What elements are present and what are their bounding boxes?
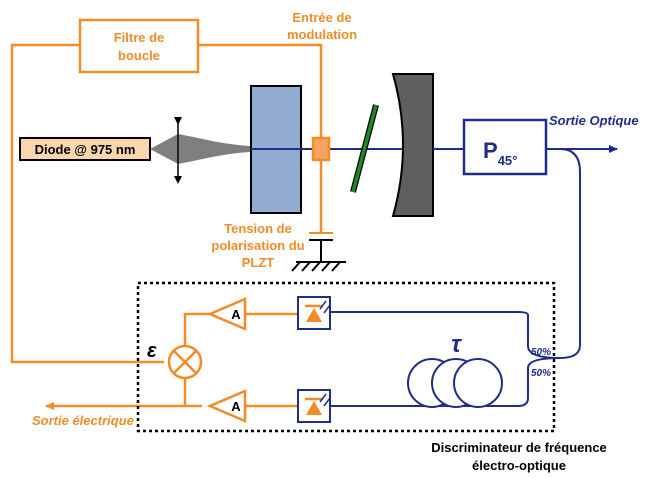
polarizer-label: P45° bbox=[483, 138, 517, 168]
bias-ground-symbol bbox=[291, 232, 346, 272]
coupler-top-label: 50% bbox=[531, 347, 551, 358]
plzt-modulator bbox=[311, 136, 331, 162]
optical-output-label: Sortie Optique bbox=[549, 113, 639, 128]
loop-filter-label-line2: boucle bbox=[118, 48, 160, 63]
loop-filter-label-line1: Filtre de bbox=[114, 30, 165, 45]
amplifier-top-label: A bbox=[231, 307, 241, 322]
discriminator-label-line1: Discriminateur de fréquence bbox=[431, 440, 607, 455]
modulation-input-label-line2: modulation bbox=[287, 27, 357, 42]
polarizer-box bbox=[462, 118, 548, 176]
laser-diode-label: Diode @ 975 nm bbox=[35, 142, 136, 157]
bias-voltage-label-line3: PLZT bbox=[242, 255, 275, 270]
loop-filter-box bbox=[78, 18, 200, 74]
amplifier-top bbox=[206, 297, 247, 331]
optical-output-wires bbox=[355, 145, 618, 407]
bias-voltage-label-line2: polarisation du bbox=[211, 238, 304, 253]
photodiode-top bbox=[297, 296, 355, 330]
photodiode-bottom bbox=[297, 389, 355, 423]
feedback-loop-wires bbox=[10, 43, 323, 410]
amplifier-bottom-label: A bbox=[231, 399, 241, 414]
amplifier-bottom bbox=[206, 389, 247, 423]
coupler-bottom-label: 50% bbox=[531, 368, 551, 379]
bias-voltage-label-line1: Tension de bbox=[224, 221, 292, 236]
pump-beam bbox=[150, 134, 250, 164]
electrical-output-label: Sortie électrique bbox=[32, 413, 134, 428]
delay-tau-label: τ bbox=[451, 331, 462, 358]
fiber-delay-coil bbox=[407, 358, 503, 408]
discriminator-label-line2: électro-optique bbox=[472, 458, 566, 473]
modulation-input-label-line1: Entrée de bbox=[292, 10, 351, 25]
output-coupler-mirror bbox=[391, 73, 434, 217]
error-signal-label: ε bbox=[147, 340, 157, 362]
mixer bbox=[167, 344, 203, 380]
